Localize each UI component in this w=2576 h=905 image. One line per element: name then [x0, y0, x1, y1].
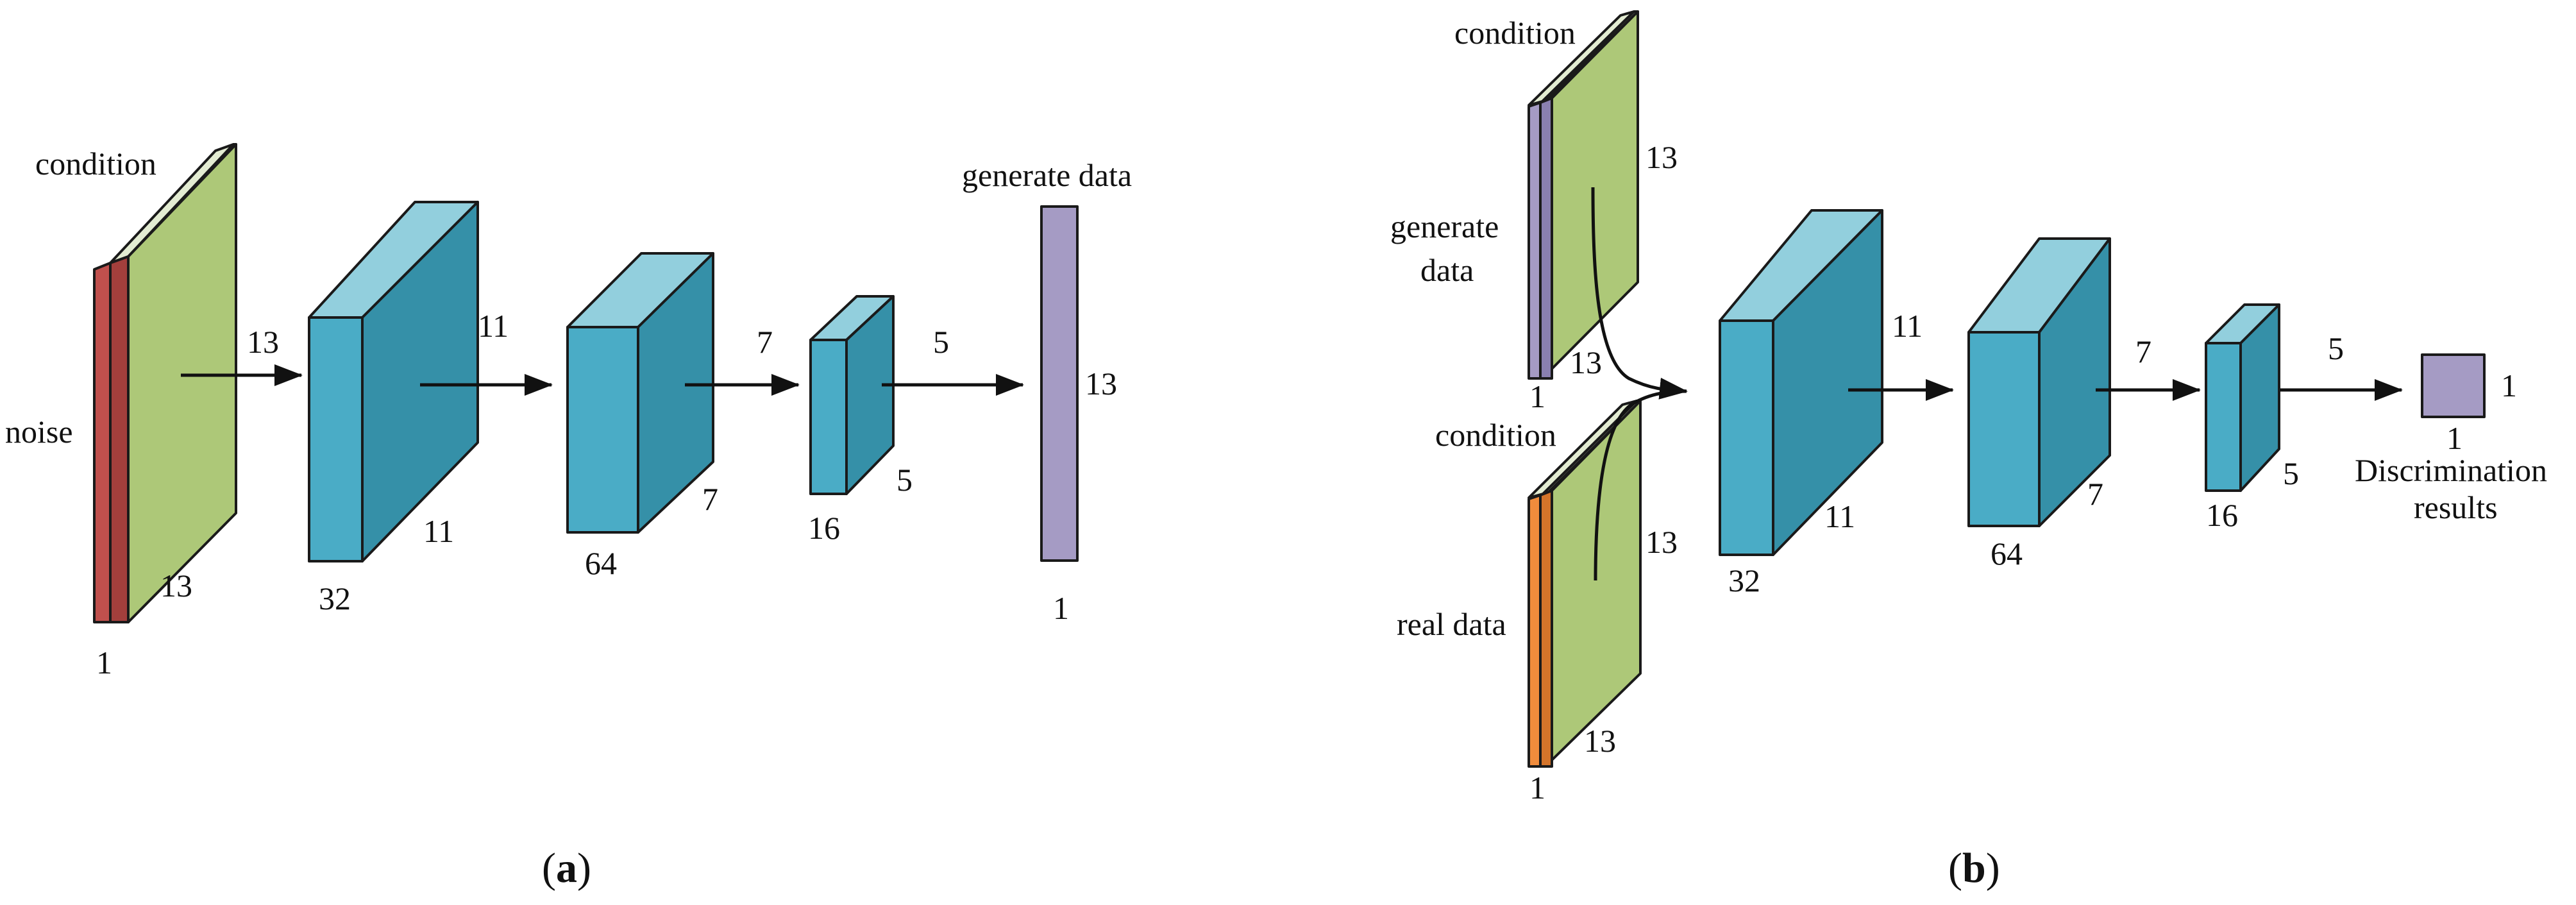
- top-side-label: 13: [1570, 344, 1602, 380]
- conv2-channels-label: 64: [585, 545, 617, 581]
- noise-layer-front: [93, 262, 112, 623]
- conv-block-b3: [2205, 303, 2280, 492]
- generate-front: [1528, 101, 1542, 380]
- discrimination-label-line1: Discrimination: [2355, 452, 2547, 488]
- conv-block-b1: [1719, 209, 1883, 556]
- conv-block-b2: [1967, 237, 2111, 527]
- input-block-a: [93, 143, 237, 623]
- conv-block-a1: [308, 201, 479, 562]
- condition-label: condition: [35, 146, 156, 182]
- cube-front: [809, 339, 848, 495]
- discrimination-label-line2: results: [2414, 489, 2498, 525]
- generate-data-bar: [1040, 205, 1079, 562]
- merge-curve-bottom: [1594, 389, 1687, 581]
- b-conv1-channels-label: 32: [1728, 562, 1760, 598]
- noise-layer-side: [109, 255, 130, 623]
- top-depth-label: 1: [1529, 378, 1545, 414]
- conv3-size-label: 5: [897, 462, 913, 498]
- bottom-depth-label: 1: [1529, 770, 1545, 806]
- generate-label-line1: generate: [1390, 208, 1499, 244]
- conv-block-a3: [809, 295, 895, 495]
- conv-block-a2: [566, 252, 714, 534]
- condition-front: [1551, 10, 1639, 370]
- cube-front: [1967, 331, 2041, 527]
- b-conv1-height-label: 11: [1892, 308, 1923, 344]
- b-conv2-channels-label: 64: [1991, 536, 2023, 571]
- conv1-channels-label: 32: [319, 580, 351, 616]
- generate-side: [1539, 97, 1553, 380]
- b-conv3-height-label: 5: [2328, 330, 2344, 366]
- top-height-label: 13: [1646, 139, 1678, 175]
- b-conv2-size-label: 7: [2087, 476, 2103, 512]
- noise-label: noise: [5, 414, 73, 450]
- conv2-size-label: 7: [702, 481, 718, 517]
- input-size-label: 13: [160, 568, 192, 604]
- generate-data-label: generate data: [962, 157, 1132, 193]
- real-data-label: real data: [1397, 606, 1506, 642]
- output-height-label: 13: [1085, 366, 1117, 402]
- condition-layer-front: [127, 143, 237, 623]
- cube-front: [1719, 319, 1774, 556]
- input-depth-label: 1: [96, 645, 112, 681]
- output-width-label: 1: [1053, 590, 1069, 626]
- real-front: [1528, 494, 1542, 768]
- generate-label-line2: data: [1420, 252, 1474, 288]
- top-input-block: [1528, 10, 1639, 380]
- conv1-size-label: 11: [423, 513, 454, 549]
- input-height-label: 13: [247, 324, 279, 360]
- conv3-channels-label: 16: [808, 510, 840, 546]
- bottom-condition-label: condition: [1435, 417, 1556, 453]
- b-conv3-channels-label: 16: [2206, 497, 2238, 533]
- discrimination-output-square: [2421, 353, 2486, 418]
- conv1-height-label: 11: [478, 308, 509, 344]
- bottom-input-block: [1528, 400, 1642, 768]
- conv2-height-label: 7: [757, 324, 773, 360]
- output-bottom-label: 1: [2446, 420, 2462, 456]
- cube-front: [2205, 342, 2242, 492]
- b-conv2-height-label: 7: [2135, 334, 2151, 369]
- panel-a: condition noise 1 13 13 32 11 11 64 7 7: [5, 143, 1132, 892]
- b-conv3-size-label: 5: [2283, 455, 2299, 491]
- top-condition-label: condition: [1454, 15, 1576, 51]
- cube-front: [566, 326, 639, 534]
- panel-b: condition 13 generate data 13 1 conditio…: [1390, 10, 2547, 892]
- bottom-side-label: 13: [1584, 723, 1616, 759]
- b-conv1-size-label: 11: [1824, 498, 1855, 534]
- caption-b: (b): [1948, 845, 2000, 892]
- real-side: [1539, 489, 1553, 768]
- output-side-label: 1: [2501, 368, 2517, 403]
- cube-front: [308, 316, 364, 562]
- conv3-height-label: 5: [933, 324, 949, 360]
- merge-curve-top: [1591, 187, 1688, 400]
- bottom-height-label: 13: [1646, 524, 1678, 560]
- caption-a: (a): [542, 845, 591, 892]
